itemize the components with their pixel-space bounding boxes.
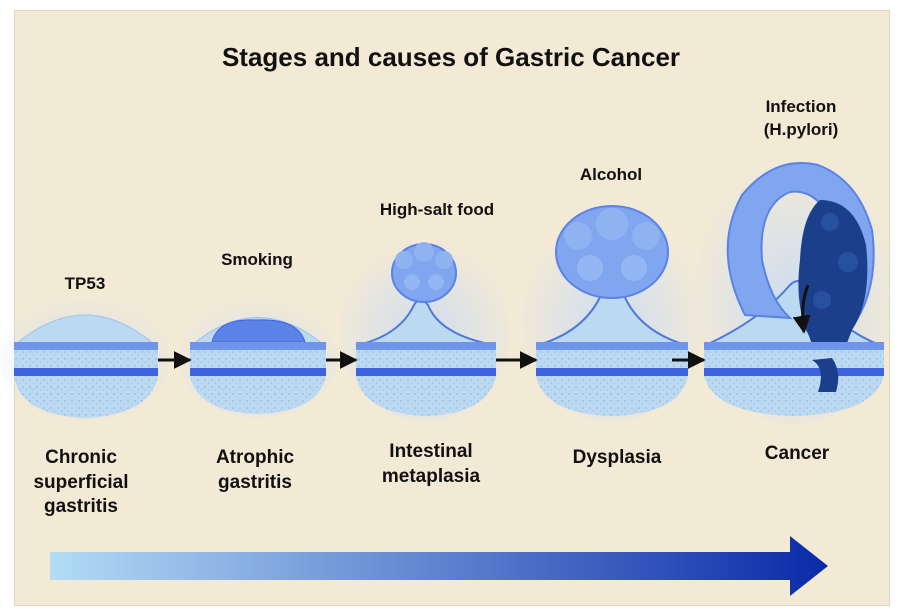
stage-4-tissue (522, 206, 702, 422)
stage-label-5: Cancer (712, 442, 882, 467)
stage-2-tissue (178, 298, 338, 418)
cause-label-1: TP53 (0, 274, 180, 294)
stage-label-4: Dysplasia (532, 446, 702, 471)
cause-label-2: Smoking (162, 250, 352, 270)
stage-3-tissue (339, 238, 511, 422)
stage-label-1: Chronic superficial gastritis (2, 446, 160, 520)
cause-label-5: Infection (H.pylori) (736, 96, 866, 142)
cause-label-3: High-salt food (342, 200, 532, 220)
cause-label-4: Alcohol (516, 165, 706, 185)
stage-label-2: Atrophic gastritis (180, 446, 330, 495)
stage-1-tissue (0, 296, 171, 420)
stage-5-tissue (695, 155, 895, 425)
progression-gradient-arrow (50, 536, 828, 596)
stage-label-3: Intestinal metaplasia (356, 440, 506, 489)
